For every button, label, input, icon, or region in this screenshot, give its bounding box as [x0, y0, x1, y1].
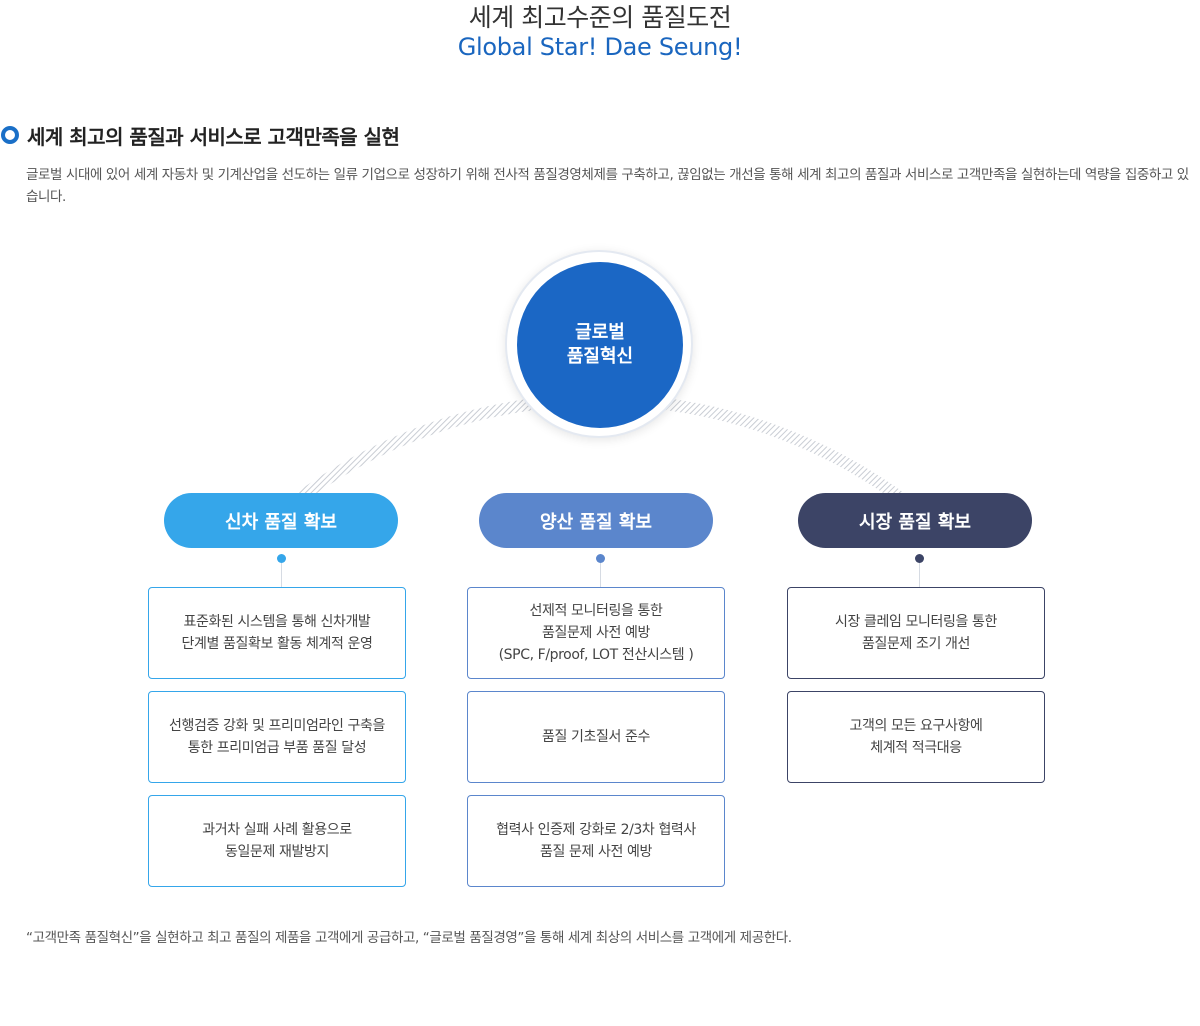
page-title: 세계 최고수준의 품질도전 — [468, 3, 732, 32]
connector-line — [281, 563, 282, 587]
hub-circle: 글로벌 품질혁신 — [517, 262, 683, 428]
intro-paragraph: 글로벌 시대에 있어 세계 자동차 및 기계산업을 선도하는 일류 기업으로 성… — [26, 167, 1189, 205]
connector-dot — [915, 554, 924, 563]
pill-market-quality: 시장 품질 확보 — [798, 493, 1032, 548]
footer-statement: “고객만족 품질혁신”을 실현하고 최고 품질의 제품을 고객에게 공급하고, … — [26, 930, 792, 946]
mass-production-item-2: 품질 기초질서 준수 — [467, 691, 725, 783]
page-subtitle: Global Star! Dae Seung! — [457, 33, 743, 61]
hub-label-line2: 품질혁신 — [566, 346, 634, 367]
connector-line — [600, 563, 601, 587]
market-item-2: 고객의 모든 요구사항에 체계적 적극대응 — [787, 691, 1045, 783]
new-car-item-3: 과거차 실패 사례 활용으로 동일문제 재발방지 — [148, 795, 406, 887]
mass-production-item-1: 선제적 모니터링을 통한 품질문제 사전 예방 (SPC, F/proof, L… — [467, 587, 725, 679]
hub-label-line1: 글로벌 — [575, 322, 625, 343]
pill-new-car-quality: 신차 품질 확보 — [164, 493, 398, 548]
section-heading: 세계 최고의 품질과 서비스로 고객만족을 실현 — [0, 122, 400, 149]
connector-dot — [596, 554, 605, 563]
connector-line — [919, 563, 920, 587]
pill-mass-production-quality: 양산 품질 확보 — [479, 493, 713, 548]
new-car-item-1: 표준화된 시스템을 통해 신차개발 단계별 품질확보 활동 체계적 운영 — [148, 587, 406, 679]
connector-dot — [277, 554, 286, 563]
market-item-1: 시장 클레임 모니터링을 통한 품질문제 조기 개선 — [787, 587, 1045, 679]
new-car-item-2: 선행검증 강화 및 프리미엄라인 구축을 통한 프리미엄급 부품 품질 달성 — [148, 691, 406, 783]
section-title: 세계 최고의 품질과 서비스로 고객만족을 실현 — [27, 124, 400, 149]
ring-bullet-icon — [1, 126, 19, 144]
mass-production-item-3: 협력사 인증제 강화로 2/3차 협력사 품질 문제 사전 예방 — [467, 795, 725, 887]
